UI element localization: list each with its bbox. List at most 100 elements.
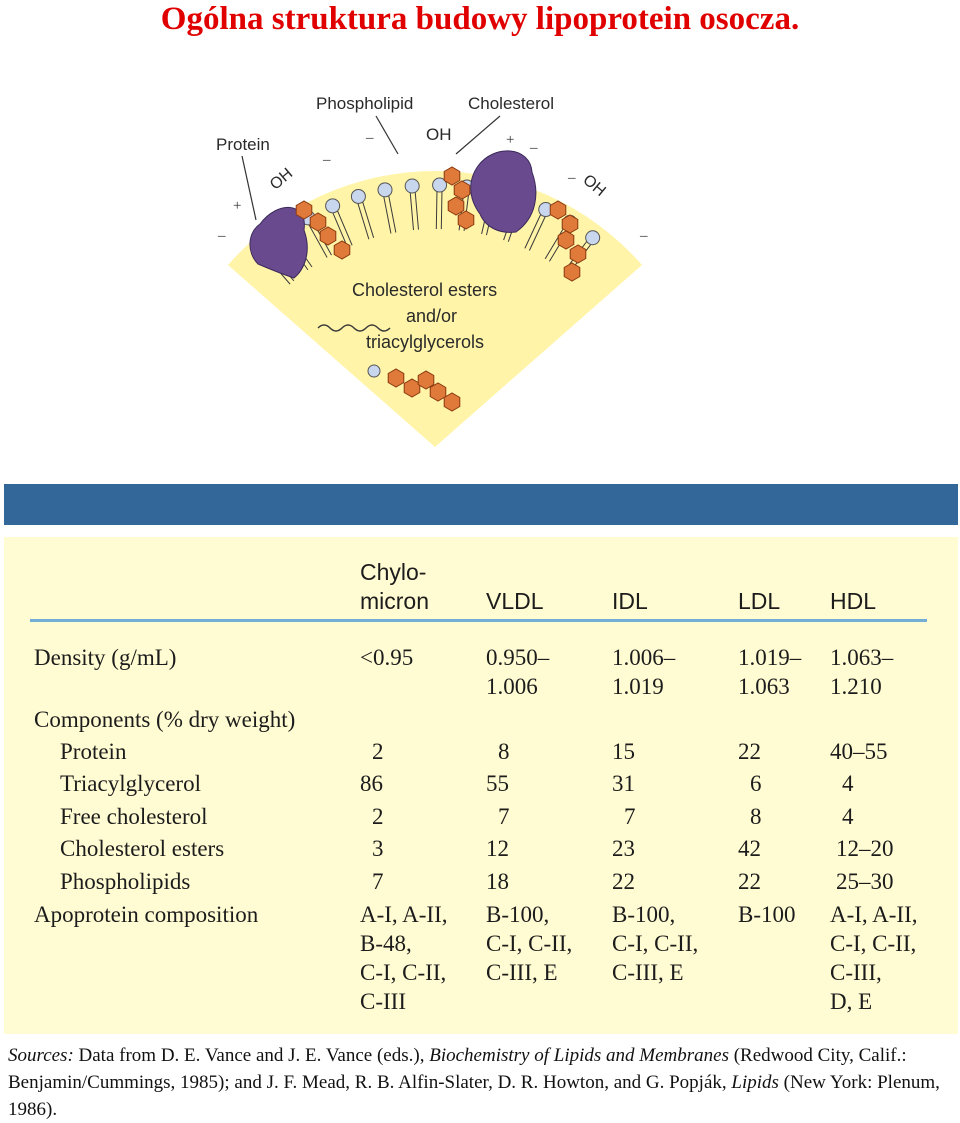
phospholipid-tail — [329, 206, 348, 248]
sources-part3: (New York: Plenum, 1986). — [8, 1072, 940, 1120]
triacylglycerol-vldl: 55 — [486, 771, 509, 796]
free-cholesterol-ldl: 8 — [750, 804, 762, 829]
sources-book1: Biochemistry of Lipids and Membranes — [429, 1045, 729, 1066]
sterol-ring — [447, 196, 465, 216]
row-label-cholesterol-esters: Cholesterol esters — [60, 836, 225, 861]
cholesterol-esters-ldl: 42 — [738, 836, 761, 861]
label-phospholipid: Phospholipid — [316, 94, 413, 113]
ester-head — [367, 364, 381, 378]
sterol-ring — [561, 214, 579, 234]
protein-chylomicron: 2 — [372, 739, 384, 764]
density-idl: 1.006– 1.019 — [612, 645, 676, 699]
phospholipid-tail — [409, 186, 415, 231]
phospholipid-head — [404, 178, 420, 194]
phospholipids-ldl: 22 — [738, 869, 761, 894]
row-label-phospholipids: Phospholipids — [60, 869, 191, 894]
sterol-ring — [387, 368, 405, 388]
charge-sign: – — [322, 152, 331, 168]
label-protein: Protein — [216, 135, 270, 154]
free-cholesterol-chylomicron: 2 — [372, 804, 384, 829]
phospholipids-hdl: 25–30 — [836, 869, 894, 894]
charge-sign: – — [567, 170, 576, 186]
apoprotein-ldl: B-100 — [738, 902, 796, 927]
label-oh-right: OH — [579, 171, 608, 199]
ester-molecule — [317, 324, 461, 412]
section-label-components: Components (% dry weight) — [34, 707, 296, 732]
table-sources-note: Sources: Data from D. E. Vance and J. E.… — [8, 1042, 958, 1123]
free-cholesterol-vldl: 7 — [498, 804, 510, 829]
apoprotein-hdl: A-I, A-II, C-I, C-II, C-III, D, E — [830, 902, 918, 1014]
protein-right — [470, 150, 537, 233]
apoprotein-idl: B-100, C-I, C-II, C-III, E — [612, 902, 699, 985]
sterol-ring — [417, 370, 435, 390]
sterol-ring — [569, 244, 587, 264]
sterol-ring — [457, 210, 475, 230]
charge-sign: + — [233, 198, 241, 214]
charge-sign: – — [639, 228, 648, 244]
page-title: Ogólna struktura budowy lipoprotein osoc… — [160, 1, 800, 37]
sterol-ring — [563, 262, 581, 282]
density-chylomicron: <0.95 — [360, 645, 414, 670]
core-label-line3: triacylglycerols — [366, 332, 484, 352]
density-ldl: 1.019– 1.063 — [738, 645, 802, 699]
phospholipid-tail — [355, 197, 370, 240]
column-header-chylomicron: Chylo- micron — [360, 559, 430, 614]
sterol-ring — [429, 382, 447, 402]
row-label-apoprotein: Apoprotein composition — [34, 902, 259, 927]
column-header-ldl: LDL — [738, 588, 781, 614]
triacylglycerol-idl: 31 — [612, 771, 635, 796]
label-oh-top: OH — [426, 125, 452, 144]
charge-sign: – — [365, 130, 374, 146]
core-label-line1: Cholesterol esters — [352, 280, 497, 300]
protein-vldl: 8 — [498, 739, 510, 764]
protein-hdl: 40–55 — [830, 739, 888, 764]
phospholipid-tail — [360, 195, 375, 238]
phospholipid-tail — [528, 210, 549, 251]
phospholipid-tail — [386, 189, 397, 233]
core-label-line2: and/or — [406, 306, 457, 326]
cholesterol-rings — [295, 166, 587, 282]
triacylglycerol-chylomicron: 86 — [360, 771, 383, 796]
label-oh-left: OH — [267, 165, 296, 193]
phospholipids-vldl: 18 — [486, 869, 509, 894]
cholesterol-esters-hdl: 12–20 — [836, 836, 894, 861]
sterol-ring — [557, 230, 575, 250]
free-cholesterol-idl: 7 — [624, 804, 636, 829]
row-label-triacylglycerol: Triacylglycerol — [60, 771, 201, 796]
sterol-ring — [403, 378, 421, 398]
sources-part1: Data from D. E. Vance and J. E. Vance (e… — [73, 1045, 430, 1066]
phospholipids-chylomicron: 7 — [372, 869, 384, 894]
free-cholesterol-hdl: 4 — [842, 804, 854, 829]
row-label-density: Density (g/mL) — [34, 645, 177, 670]
phospholipids-idl: 22 — [612, 869, 635, 894]
table-header-rule — [30, 619, 927, 622]
density-vldl: 0.950– 1.006 — [486, 645, 550, 699]
cholesterol-esters-chylomicron: 3 — [372, 836, 384, 861]
phospholipid-tail — [524, 208, 544, 249]
pointer-cholesterol — [455, 115, 501, 155]
column-header-idl: IDL — [612, 588, 648, 614]
density-hdl: 1.063– 1.210 — [830, 645, 894, 699]
lipoprotein-structure-svg: Phospholipid Cholesterol Protein OH OH O… — [216, 94, 648, 447]
protein-ldl: 22 — [738, 739, 761, 764]
sterol-ring — [333, 240, 351, 260]
triacylglycerol-ldl: 6 — [750, 771, 762, 796]
sources-lead: Sources: — [8, 1045, 74, 1066]
lipoprotein-structure-diagram: Phospholipid Cholesterol Protein OH OH O… — [200, 82, 670, 454]
sterol-ring — [453, 180, 471, 200]
phospholipid-tail — [440, 185, 443, 230]
ester-rings — [387, 368, 461, 412]
phospholipid-tail — [382, 190, 392, 234]
phospholipid-head — [377, 182, 393, 198]
section-divider-band — [4, 484, 958, 525]
pointer-protein — [241, 155, 257, 221]
protein-left — [249, 207, 308, 279]
sterol-ring — [319, 226, 337, 246]
sources-book2: Lipids — [731, 1072, 779, 1093]
sterol-ring — [309, 212, 327, 232]
row-label-protein: Protein — [60, 739, 127, 764]
sterol-ring — [443, 392, 461, 412]
cholesterol-esters-idl: 23 — [612, 836, 635, 861]
triacylglycerol-hdl: 4 — [842, 771, 854, 796]
sterol-ring — [549, 200, 567, 220]
